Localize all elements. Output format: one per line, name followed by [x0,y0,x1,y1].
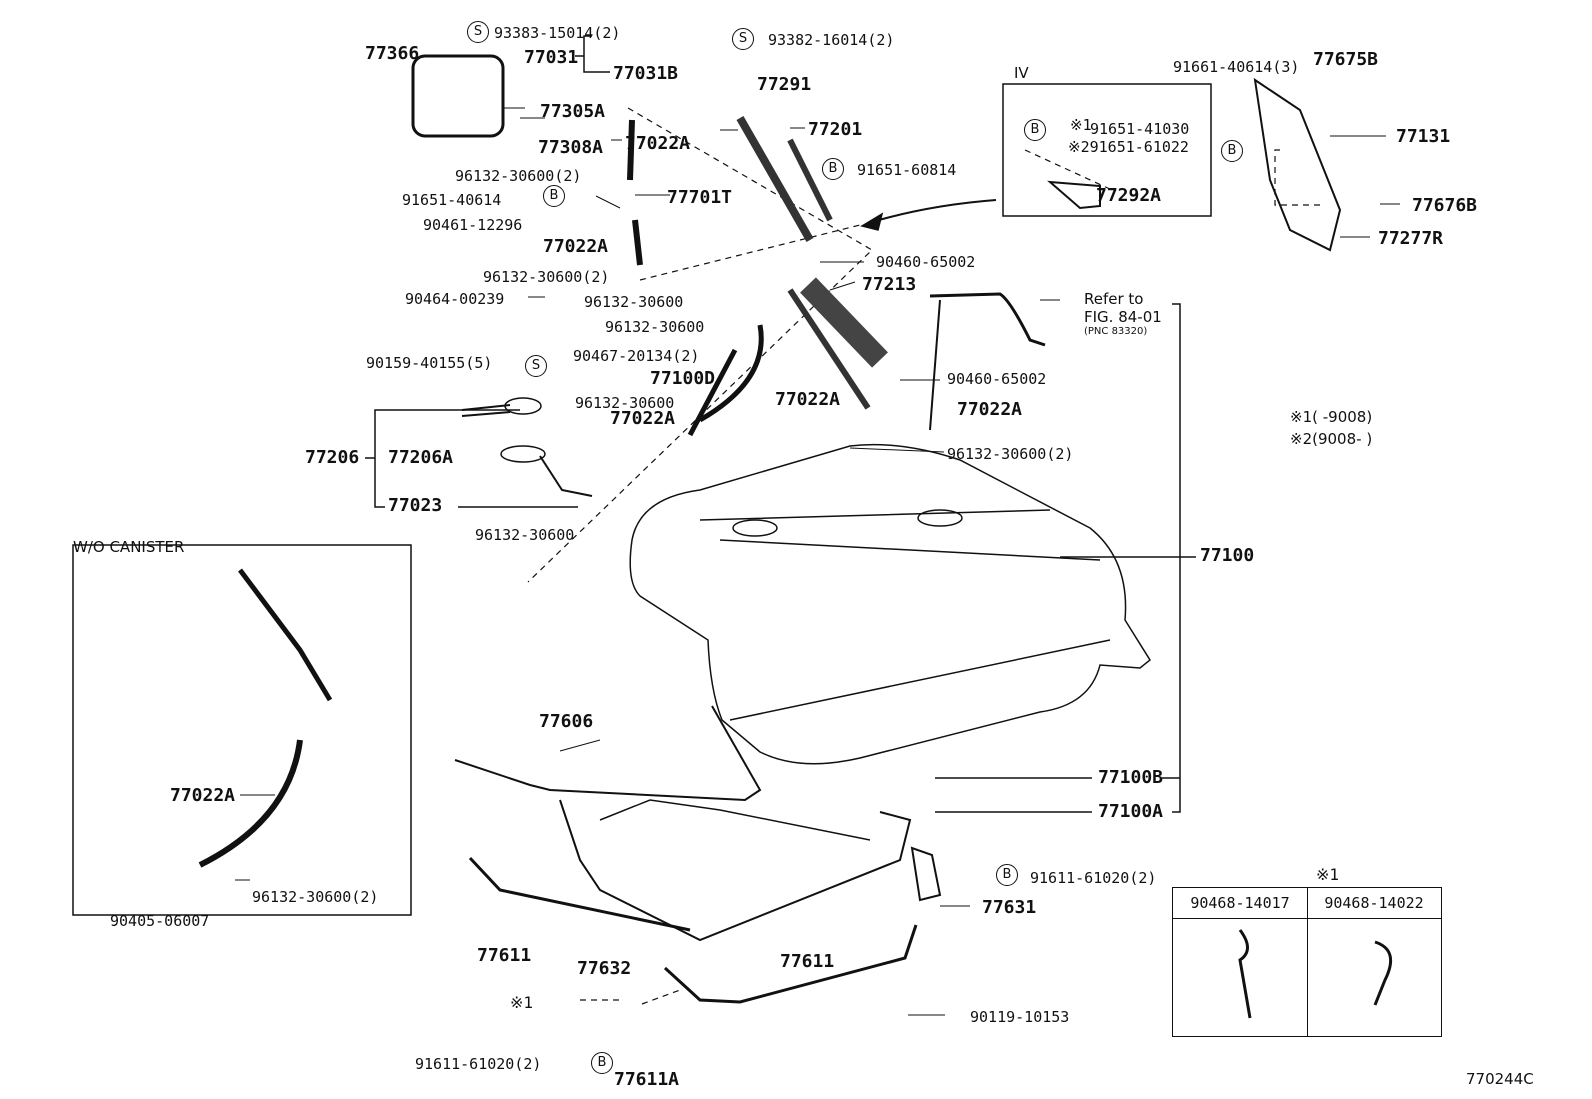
symbol-s: S [732,28,754,50]
part-label: 77213 [862,274,917,295]
mark-1: ※1 [510,993,534,1012]
symbol-s: S [467,21,489,43]
part-label: 77206 [305,447,360,468]
part-label: 77611 [780,951,835,972]
part-label: 77291 [757,74,812,95]
part-label: 90460-65002 [947,370,1047,388]
part-label: 77366 [365,43,420,64]
refer-text: Refer to [1084,290,1144,308]
part-label: 77631 [982,897,1037,918]
part-label: 77022A [610,408,676,429]
part-label: 93382-16014(2) [768,31,895,49]
part-label: 96132-30600(2) [483,268,610,286]
part-label: 77701T [667,187,733,208]
part-label: 77676B [1412,195,1478,216]
refer-text: FIG. 84-01 [1084,308,1162,326]
mark-1: ※1 [1070,116,1092,134]
table-header: 90468-14017 [1173,888,1307,919]
part-label: 77031B [613,63,679,84]
note-2: ※2(9008- ) [1290,430,1373,448]
part-label: 77675B [1313,49,1379,70]
part-label: 90405-06007 [110,912,210,930]
part-label: 77308A [538,137,604,158]
symbol-b: B [1221,140,1243,162]
part-label: 93383-15014(2) [494,24,621,42]
refer-text: (PNC 83320) [1084,326,1148,337]
symbol-b: B [1024,119,1046,141]
part-label: 91651-60814 [857,161,957,179]
part-label: 90464-00239 [405,290,505,308]
part-label: 96132-30600 [575,394,675,412]
part-label: 77206A [388,447,454,468]
part-label: 77100 [1200,545,1255,566]
part-label: 77201 [808,119,863,140]
wo-canister-frame [72,544,412,916]
part-label: 77611A [614,1069,680,1090]
part-label: 91651-40614 [402,191,502,209]
part-label: 77305A [540,101,606,122]
part-label: 90461-12296 [423,216,523,234]
part-label: 77131 [1396,126,1451,147]
part-label: 77277R [1378,228,1444,249]
part-label: 77022A [543,236,609,257]
part-label: 96132-30600 [584,293,684,311]
part-label: 91651-41030 [1090,120,1190,138]
symbol-b: B [822,158,844,180]
part-label: 77022A [170,785,236,806]
fuel-tank [629,443,1151,765]
part-label: 77022A [957,399,1023,420]
part-label: ※291651-61022 [1068,138,1189,156]
part-label: 77031 [524,47,579,68]
bracket-77100 [1172,303,1181,813]
part-label: 96132-30600 [605,318,705,336]
iv-label: IV [1014,64,1029,82]
part-label: 96132-30600(2) [947,445,1074,463]
part-label: 90119-10153 [970,1008,1070,1026]
part-label: 90467-20134(2) [573,347,700,365]
note-1: ※1( -9008) [1290,408,1373,426]
insulator-77277r [1253,77,1342,252]
part-label: 77632 [577,958,632,979]
table-mark: ※1 [1316,865,1340,884]
part-label: 96132-30600 [475,526,575,544]
part-label: 91611-61020(2) [415,1055,542,1073]
part-label: 77100D [650,368,716,389]
protector-77606 [454,705,762,802]
part-label: 77023 [388,495,443,516]
symbol-b: B [543,185,565,207]
part-label: 90159-40155(5) [366,354,493,372]
clip-table: 90468-14017 90468-14022 [1172,887,1442,1037]
part-label: 96132-30600(2) [455,167,582,185]
bracket-77206 [374,409,385,508]
table-divider [1307,888,1308,1036]
table-header: 90468-14022 [1307,888,1441,919]
part-label: 77022A [775,389,841,410]
symbol-s: S [525,355,547,377]
part-label: 77606 [539,711,594,732]
gasket-77305a [411,54,505,138]
symbol-b: B [591,1052,613,1074]
iv-frame [1002,83,1212,217]
symbol-b: B [996,864,1018,886]
part-label: 77611 [477,945,532,966]
wo-canister-title: W/O CANISTER [73,538,185,556]
part-label: 77100A [1098,801,1164,822]
part-label: 77292A [1096,185,1162,206]
part-label: 77022A [625,133,691,154]
diagram-code: 770244C [1466,1070,1534,1088]
part-label: 96132-30600(2) [252,888,379,906]
part-label: 90460-65002 [876,253,976,271]
part-label: 91611-61020(2) [1030,869,1157,887]
part-label: 77100B [1098,767,1164,788]
part-label: 91661-40614(3) [1173,58,1300,76]
